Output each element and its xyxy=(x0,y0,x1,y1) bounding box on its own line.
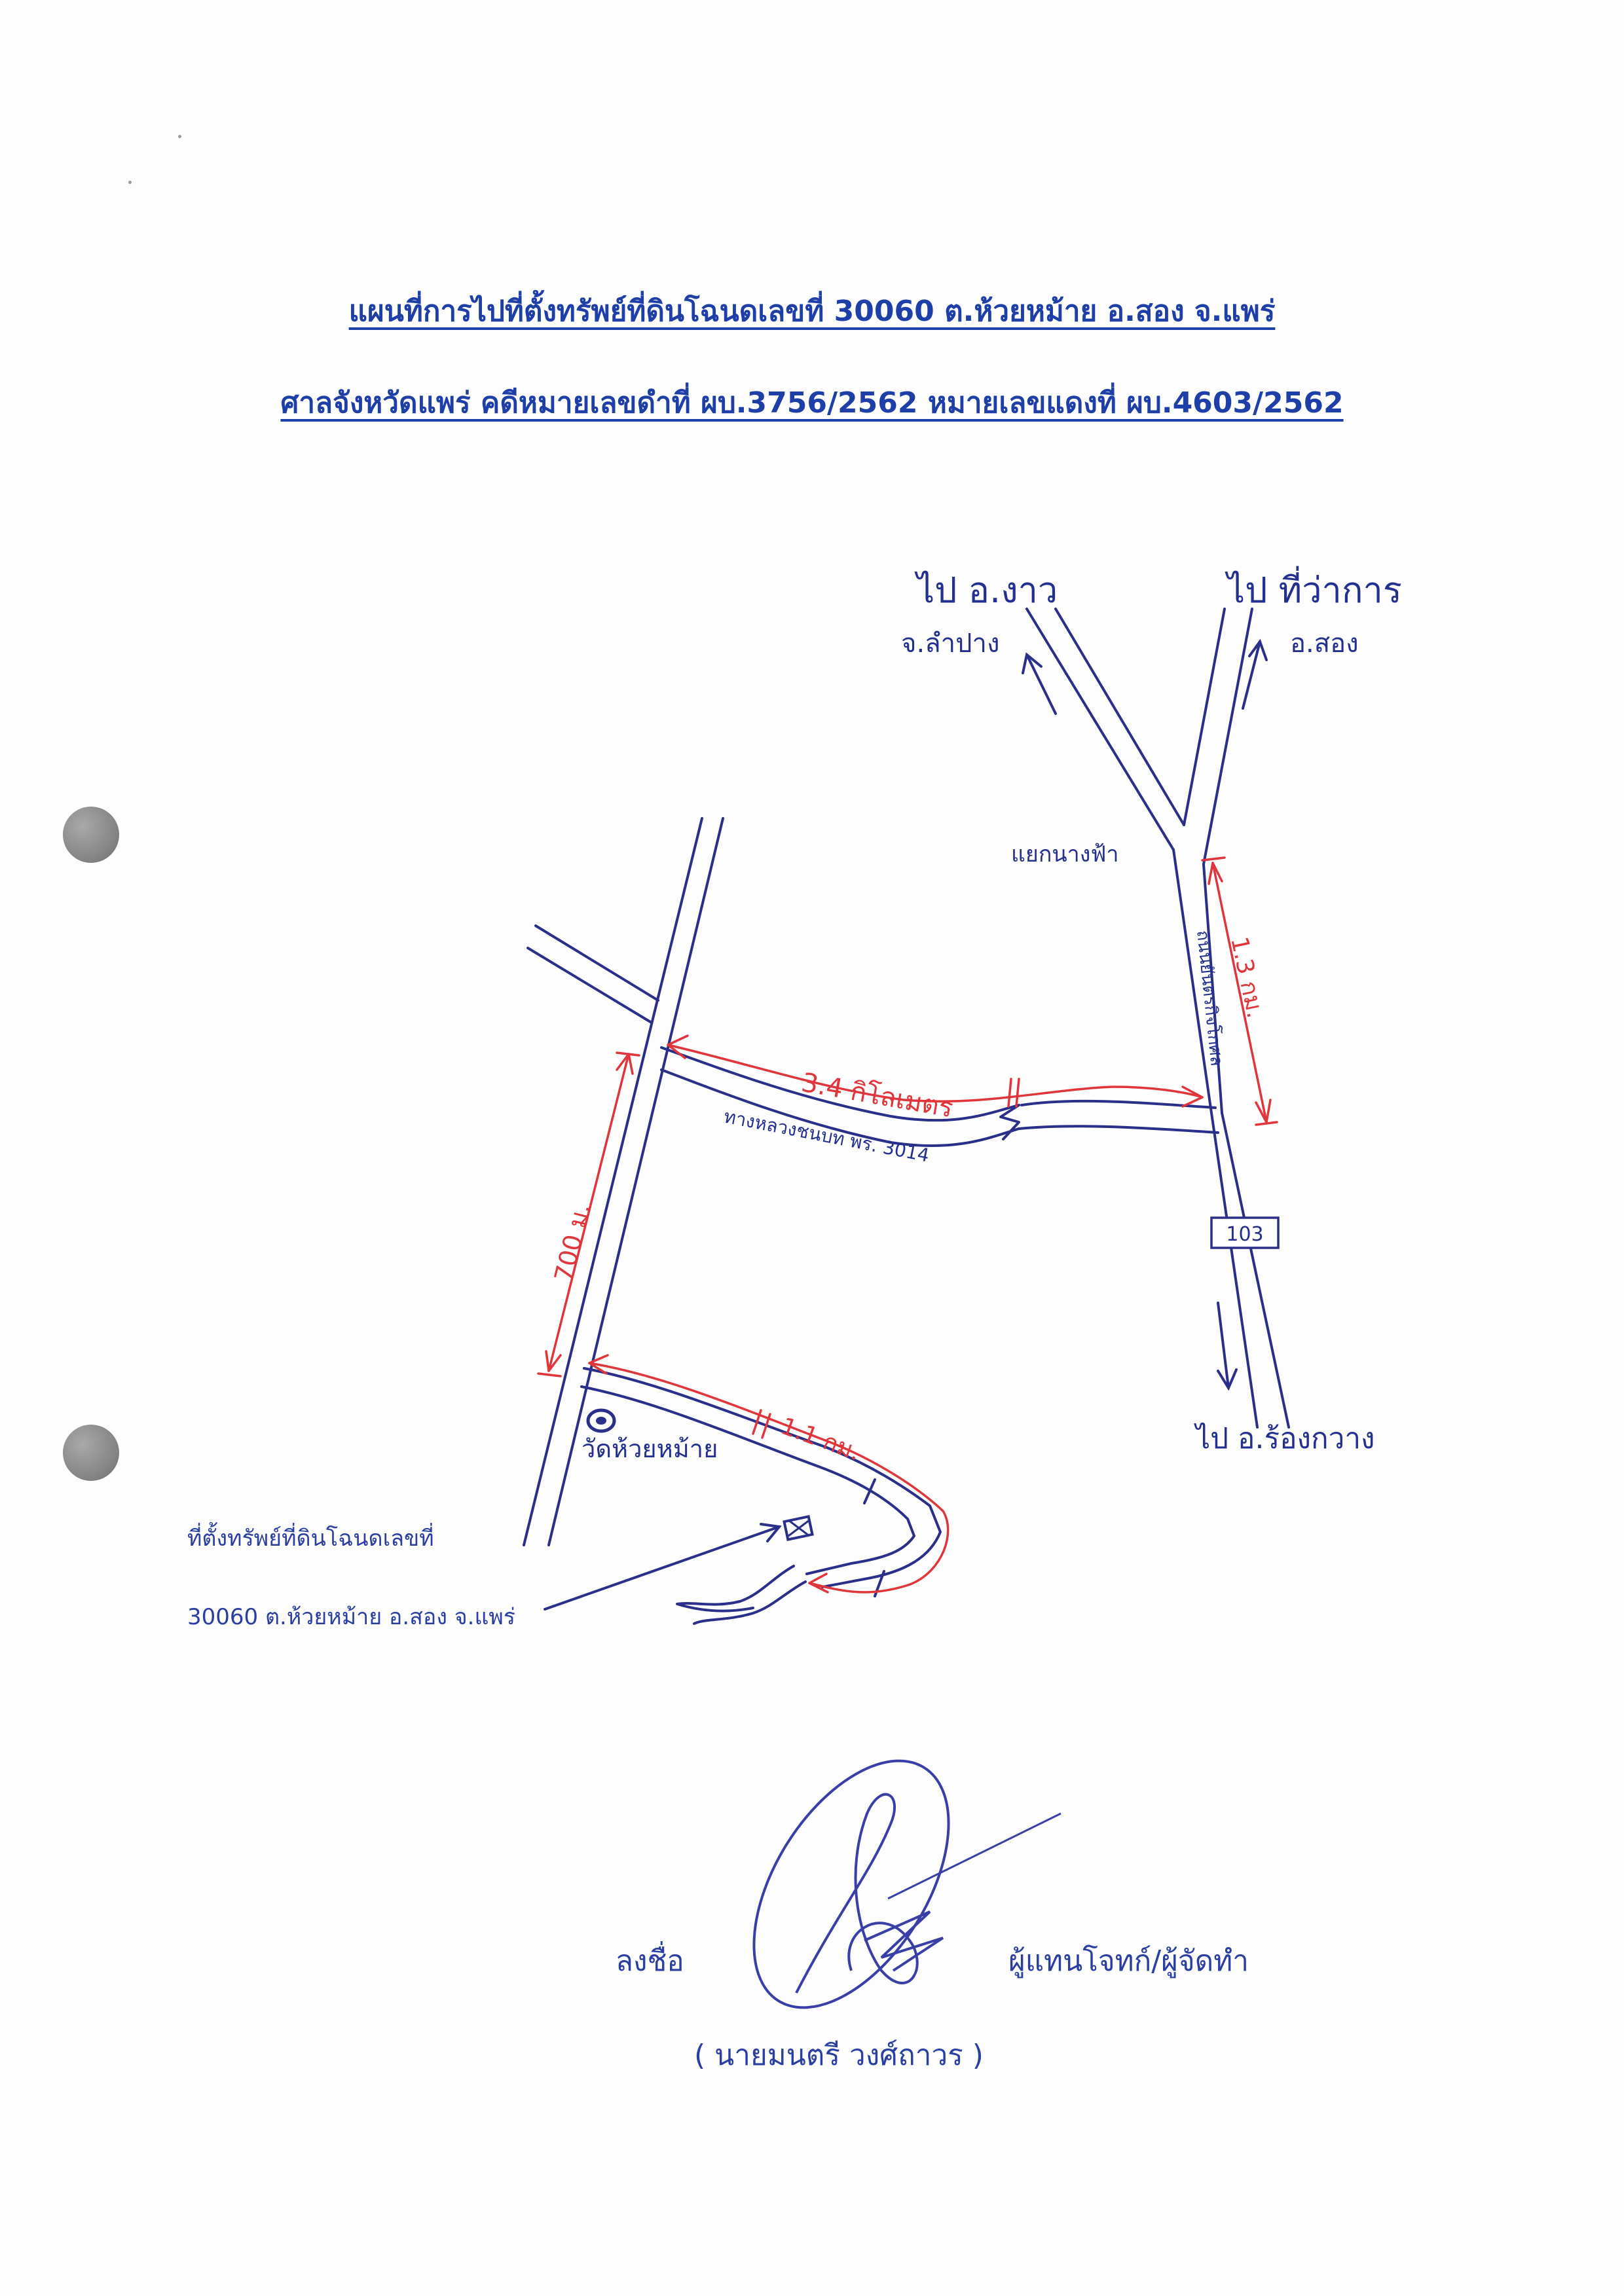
punch-hole-top xyxy=(63,807,119,863)
distance-north-south: 700 ม. xyxy=(549,1200,596,1285)
distance-rural-road: 3.4 กิโลเมตร xyxy=(799,1068,955,1124)
distance-temple-road: 1.1 กม. xyxy=(777,1413,864,1467)
temple-road xyxy=(580,1367,942,1597)
measure-north-south xyxy=(537,1051,640,1377)
distance-junction-to-turn: 1.3 กม. xyxy=(1225,934,1268,1020)
highway-103 xyxy=(1172,848,1290,1429)
west-road xyxy=(523,817,724,1546)
punch-hole-bottom xyxy=(63,1425,119,1481)
measure-rural-road xyxy=(667,1034,1204,1108)
label-to-rong-kwang: ไป อ.ร้องกวาง xyxy=(1194,1422,1375,1455)
measure-temple-road xyxy=(588,1354,950,1594)
document-title: แผนที่การไปที่ตั้งทรัพย์ที่ดินโฉนดเลขที่… xyxy=(348,295,1276,328)
highway-number-sign: 103 xyxy=(1210,1216,1280,1249)
label-lampang: จ.ลำปาง xyxy=(901,629,1000,659)
northwest-branch-road xyxy=(526,924,659,1024)
road-to-district-office xyxy=(1183,608,1253,866)
court-case-subtitle: ศาลจังหวัดแพร่ คดีหมายเลขดำที่ ผบ.3756/2… xyxy=(280,386,1344,420)
temple-label: วัดห้วยหม้าย xyxy=(581,1434,718,1463)
measure-junction-to-turn xyxy=(1201,856,1278,1126)
property-caption-location: 30060 ต.ห้วยหม้าย อ.สอง จ.แพร่ xyxy=(187,1604,516,1630)
temple-marker xyxy=(586,1408,616,1433)
road-to-ngao xyxy=(1025,608,1185,851)
label-to-ngao: ไป อ.งาว xyxy=(914,570,1058,611)
property-marker xyxy=(783,1514,814,1542)
signer-role: ผู้แทนโจทก์/ผู้จัดทำ xyxy=(1008,1944,1249,1978)
highway-number-label: 103 xyxy=(1226,1223,1263,1246)
property-caption-title: ที่ตั้งทรัพย์ที่ดินโฉนดเลขที่ xyxy=(187,1525,434,1552)
scan-speck xyxy=(128,181,132,184)
direction-arrows xyxy=(1022,638,1268,1391)
arrow-to-district-office xyxy=(1242,640,1261,710)
arrow-to-ngao xyxy=(1025,653,1057,715)
caption-pointer xyxy=(544,1523,782,1611)
property-access-track xyxy=(676,1565,807,1625)
arrow-to-rong-kwang xyxy=(1217,1302,1230,1389)
label-song-district: อ.สอง xyxy=(1290,629,1359,659)
junction-label: แยกนางฟ้า xyxy=(1011,841,1119,867)
main-road-label: ถนนยันตรกิจโกศล xyxy=(1192,929,1227,1066)
label-to-district-office: ไป ที่ว่าการ xyxy=(1225,566,1402,611)
sign-label: ลงชื่อ xyxy=(616,1944,684,1978)
scan-speck xyxy=(178,135,181,138)
signer-name: ( นายมนตรี วงศ์ถาวร ) xyxy=(694,2039,984,2072)
signature-mark xyxy=(752,1759,1061,2009)
